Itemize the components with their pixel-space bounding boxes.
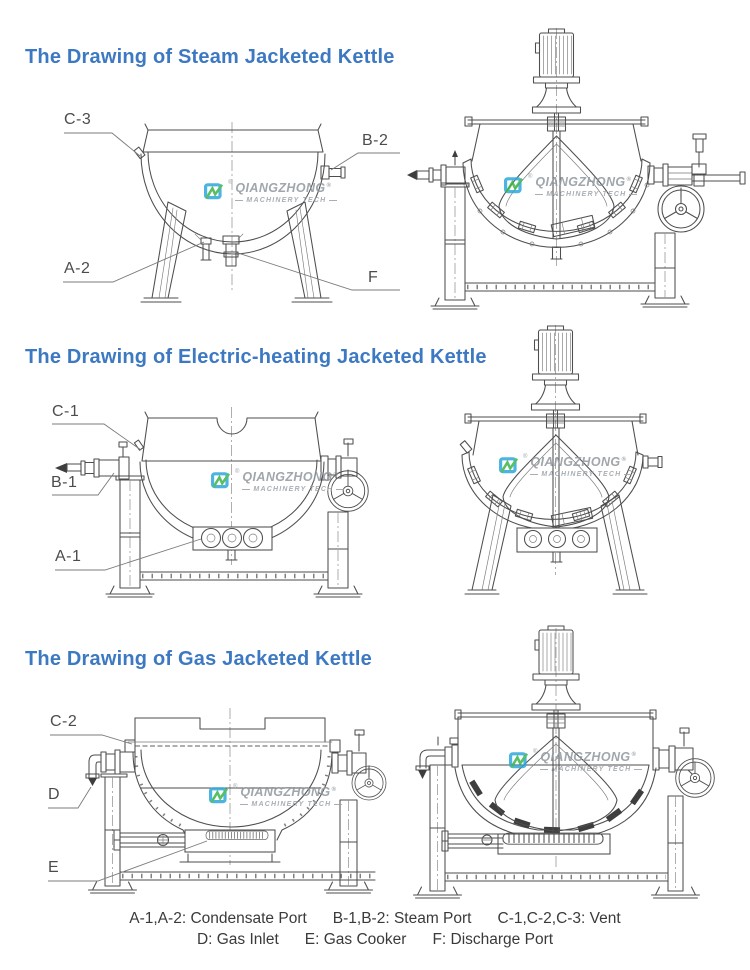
legend-item: D: Gas Inlet [196,931,279,948]
callout-c3: C-3 [64,111,92,128]
legend-item: A-1,A-2: Condensate Port [129,910,307,927]
steam-port [642,455,663,469]
callout-c1: C-1 [52,403,80,420]
watermark: ® QIANGZHONG® MACHINERY TECH [503,174,638,198]
cross-brace [119,871,376,881]
discharge-port-f [222,235,240,267]
vent-nub-c3 [133,146,146,160]
electric-kettle-agitator-drawing: ® QIANGZHONG® MACHINERY TECH [400,325,750,615]
gas-inlet-elbow [415,736,459,779]
cross-brace [464,282,656,292]
gas-pipes [113,829,186,851]
legend-item: B-1,B-2: Steam Port [332,910,472,927]
drain-stub [550,246,563,260]
left-column [412,764,463,899]
steam-pipe-b1 [55,441,130,480]
vent-nub-c1 [133,439,145,451]
vent-nub [459,440,473,454]
right-column [313,511,363,598]
callout-b2: B-2 [362,132,389,149]
registered-mark: ® [228,180,233,186]
watermark: ® QIANGZHONG® MACHINERY TECH [203,180,338,204]
gas-pipes [441,830,504,852]
qiangzhong-logo-icon [203,183,224,200]
legend-item: E: Gas Cooker [304,931,407,948]
watermark: ® QIANGZHONG® MACHINERY TECH [208,784,343,808]
legend: A-1,A-2: Condensate Port B-1,B-2: Steam … [0,908,750,950]
tilt-gear-handwheel [331,729,387,801]
right-column [323,799,374,894]
watermark: ® QIANGZHONG® MACHINERY TECH [498,454,633,478]
callout-a1: A-1 [55,548,82,565]
front-right-leg [600,494,648,595]
section3-title: The Drawing of Gas Jacketed Kettle [25,648,372,670]
heating-elements [523,529,591,563]
steam-port-b2 [320,165,346,180]
legend-item: C-1,C-2,C-3: Vent [497,910,621,927]
burner-box [184,829,276,853]
section1-title: The Drawing of Steam Jacketed Kettle [25,46,395,68]
watermark: ® QIANGZHONG® MACHINERY TECH [508,749,643,773]
right-column [640,232,690,308]
left-column [87,773,138,894]
electric-kettle-plain-drawing: ® QIANGZHONG® MACHINERY TECH [40,393,390,610]
legend-row-1: A-1,A-2: Condensate Port B-1,B-2: Steam … [0,908,750,929]
right-leg [286,201,333,303]
front-left-leg [464,494,512,595]
callout-d: D [48,786,61,803]
callout-b1: B-1 [51,474,78,491]
condensate-port-a2 [200,237,212,261]
right-column [650,795,701,899]
left-trunnion [100,749,136,775]
callout-e: E [48,859,60,876]
heating-elements [200,527,264,561]
gas-kettle-plain-drawing: ® QIANGZHONG® MACHINERY TECH [25,690,390,905]
cross-brace [444,872,669,882]
agitator [494,727,618,841]
left-column [105,475,155,598]
left-column [430,182,480,310]
cross-brace [139,571,329,581]
legend-item: F: Discharge Port [432,931,554,948]
legend-row-2: D: Gas Inlet E: Gas Cooker F: Discharge … [0,929,750,950]
steam-kettle-plain-drawing: ® QIANGZHONG® MACHINERY TECH [55,100,400,315]
jacket-bolts [463,182,650,247]
gas-kettle-agitator-drawing: ® QIANGZHONG® MACHINERY TECH [390,625,750,905]
agitator [502,427,610,546]
section2-title: The Drawing of Electric-heating Jacketed… [25,346,487,368]
tilt-gear-handwheel [647,133,746,233]
brand-subtitle: MACHINERY TECH [235,197,338,204]
agitator [498,130,615,240]
left-leg [140,201,187,303]
callout-f: F [368,269,379,286]
callout-a2: A-2 [64,260,91,277]
watermark: ® QIANGZHONG® MACHINERY TECH [210,469,345,493]
brand-name: QIANGZHONG® [235,181,332,195]
steam-kettle-agitator-drawing: ® QIANGZHONG® MACHINERY TECH [405,28,750,320]
gas-inlet-pipe-d [85,754,102,786]
tilt-gear-handwheel [320,438,369,512]
left-trunnion-pipe [407,150,466,186]
tilt-gear-handwheel [652,727,715,798]
callout-c2: C-2 [50,713,78,730]
